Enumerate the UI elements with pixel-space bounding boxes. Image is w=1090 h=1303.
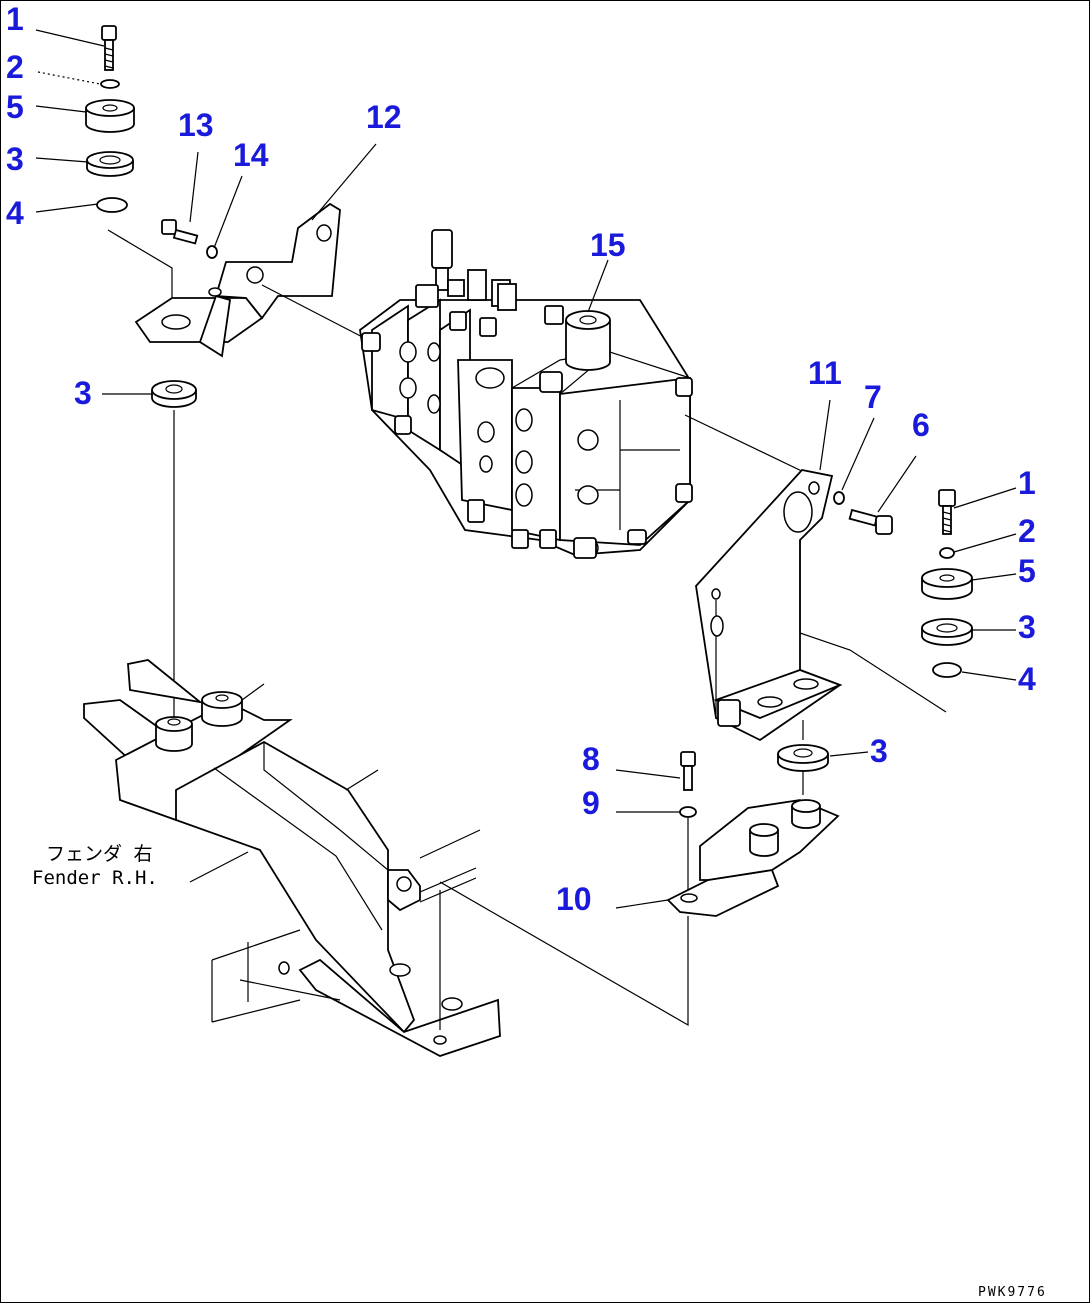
washer-part-14 xyxy=(206,245,218,259)
ring-part-4-left xyxy=(96,197,128,213)
right-mount-stack xyxy=(921,489,973,678)
washer-part-2-left xyxy=(100,79,120,89)
cushion-part-3-left-bottom xyxy=(151,380,197,408)
washer-part-7 xyxy=(833,491,845,505)
bracket-part-12 xyxy=(134,202,373,358)
callout-left-4: 4 xyxy=(6,195,24,231)
callout-right-5: 5 xyxy=(1018,553,1036,589)
callout-right-3-bottom: 3 xyxy=(870,733,888,769)
callout-right-6: 6 xyxy=(912,407,930,443)
callout-left-1: 1 xyxy=(6,1,24,37)
left-mount-stack xyxy=(85,25,173,330)
washer-part-9 xyxy=(679,806,697,818)
cushion-part-5-right xyxy=(921,568,973,600)
cushion-part-3-right-top xyxy=(921,618,973,646)
callout-left-5: 5 xyxy=(6,89,24,125)
bracket-part-11 xyxy=(684,414,947,742)
callout-right-11: 11 xyxy=(808,355,842,391)
cushion-part-3-right-bottom xyxy=(777,744,829,772)
callout-right-4: 4 xyxy=(1018,661,1036,697)
callout-left-3-bottom: 3 xyxy=(74,375,92,411)
bolt-part-6 xyxy=(848,508,893,535)
bolt-part-8 xyxy=(680,751,696,791)
washer-part-2-right xyxy=(939,547,955,559)
callout-right-1: 1 xyxy=(1018,465,1036,501)
callout-right-2: 2 xyxy=(1018,513,1036,549)
callout-right-8: 8 xyxy=(582,741,600,777)
callout-left-3-top: 3 xyxy=(6,141,24,177)
bolt-part-13 xyxy=(161,219,199,245)
bolt-part-1-left xyxy=(101,25,117,71)
bracket-part-10 xyxy=(439,799,840,1027)
callout-left-12: 12 xyxy=(366,99,402,135)
fender-label-japanese: フェンダ 右 xyxy=(46,843,152,865)
fender-label-english: Fender R.H. xyxy=(32,867,158,889)
fender-frame xyxy=(83,659,501,1057)
leader-lines xyxy=(35,29,1017,909)
cushion-part-3-left-top xyxy=(86,151,134,177)
callout-valve-15: 15 xyxy=(590,227,626,263)
callout-left-14: 14 xyxy=(233,137,269,173)
ring-part-4-right xyxy=(932,662,962,678)
callout-right-7: 7 xyxy=(864,379,882,415)
callout-right-3-top: 3 xyxy=(1018,609,1036,645)
bolt-part-1-right xyxy=(938,489,956,535)
drawing-code: PWK9776 xyxy=(978,1285,1047,1300)
callout-left-2: 2 xyxy=(6,49,24,85)
callout-right-9: 9 xyxy=(582,785,600,821)
callout-left-13: 13 xyxy=(178,107,214,143)
callout-right-10: 10 xyxy=(556,881,592,917)
control-valve-part-15 xyxy=(359,229,693,559)
cushion-part-5-left xyxy=(85,99,135,133)
callout-numbers: 1 2 5 3 4 13 14 12 15 3 11 7 6 1 2 5 3 4… xyxy=(6,1,1036,917)
